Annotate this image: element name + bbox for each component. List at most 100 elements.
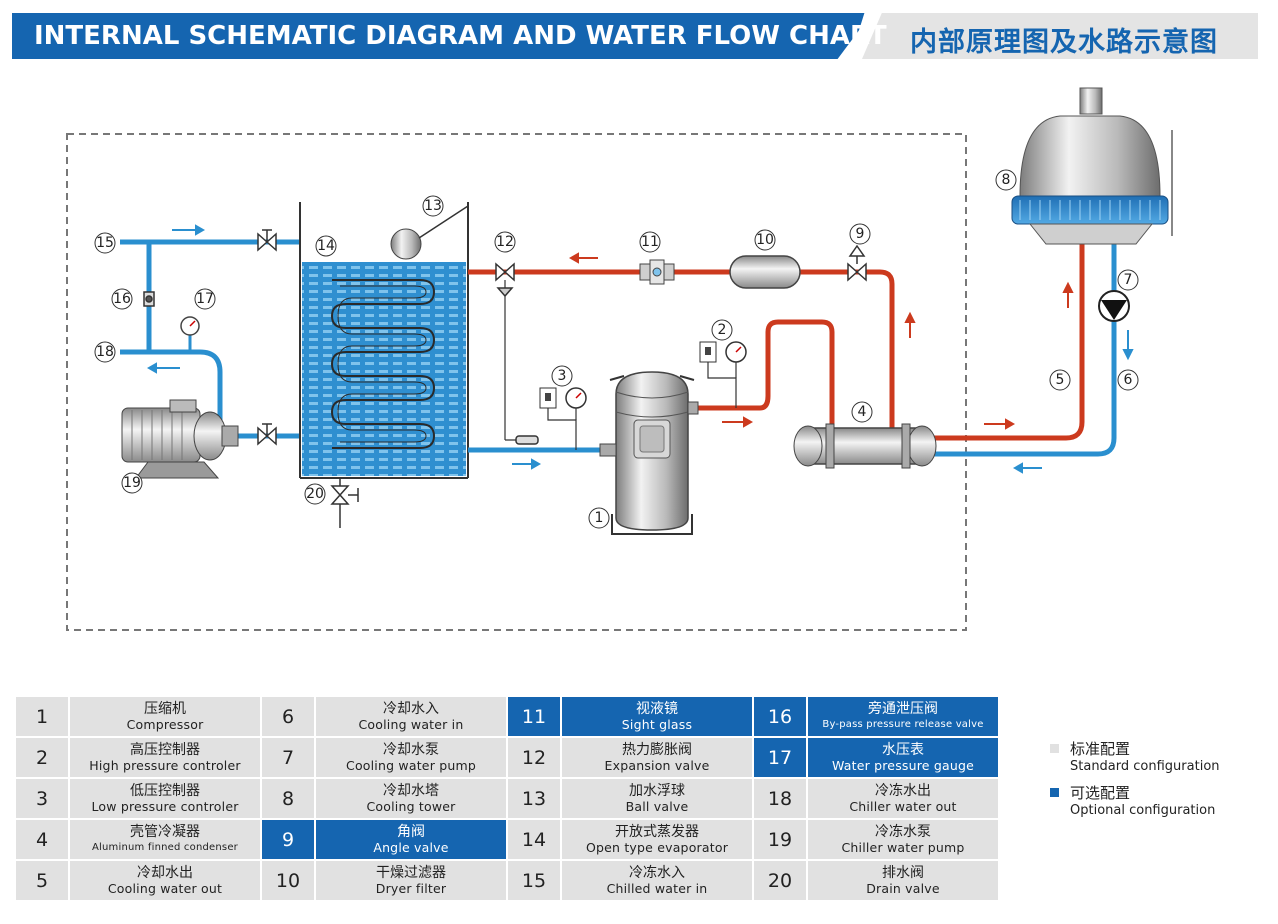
open-type-evaporator — [299, 202, 469, 528]
high-pressure-controller — [699, 341, 747, 408]
part-name-cn: 冷却水入 — [383, 701, 439, 717]
angle-valve — [847, 244, 867, 282]
part-name-en: Low pressure controler — [91, 799, 239, 814]
part-name-cn: 低压控制器 — [130, 783, 200, 799]
suction-piping — [468, 232, 1117, 457]
part-name-cn: 冷却水出 — [137, 865, 193, 881]
part-number-cell: 14 — [508, 820, 560, 859]
legend-optional: 可选配置 Optional configuration — [1050, 782, 1250, 826]
callout-19 — [121, 472, 143, 494]
part-name-en: Drain valve — [866, 881, 940, 896]
schematic-diagram: 1 2 3 4 5 6 7 8 9 10 11 12 13 14 15 16 1… — [66, 87, 1173, 631]
part-number-cell: 11 — [508, 697, 560, 736]
callout-label-1: 1 — [595, 510, 604, 526]
callout-9 — [849, 223, 871, 245]
part-number-cell: 5 — [16, 861, 68, 900]
callout-label-3: 3 — [558, 368, 567, 384]
part-number-cell: 1 — [16, 697, 68, 736]
refrigerant-flow-arrows — [568, 252, 1074, 430]
part-name-cn: 冷冻水泵 — [875, 824, 931, 840]
legend-optional-swatch — [1050, 788, 1059, 797]
part-name-cn: 旁通泄压阀 — [868, 701, 938, 717]
part-name-cn: 冷冻水出 — [875, 783, 931, 799]
part-name-cn: 壳管冷凝器 — [130, 824, 200, 840]
header-subtitle-bar — [862, 13, 1258, 59]
callout-label-5: 5 — [1056, 372, 1065, 388]
callout-15 — [94, 232, 116, 254]
header-title-bar — [12, 13, 872, 59]
chilled-water-piping — [120, 239, 300, 439]
sight-glass — [639, 259, 675, 285]
callout-label-6: 6 — [1124, 372, 1133, 388]
callout-8 — [995, 169, 1017, 191]
part-number-cell: 13 — [508, 779, 560, 818]
part-number-cell: 6 — [262, 697, 314, 736]
header-banner: INTERNAL SCHEMATIC DIAGRAM AND WATER FLO… — [0, 0, 1278, 70]
legend-standard-cn: 标准配置 — [1070, 740, 1131, 758]
bypass-valve — [143, 291, 155, 307]
part-name-en: Cooling water pump — [346, 758, 476, 773]
part-number-cell: 19 — [754, 820, 806, 859]
part-name-cn: 水压表 — [882, 742, 924, 758]
legend-standard-en: Standard configuration — [1070, 759, 1220, 774]
callout-label-20: 20 — [306, 486, 324, 502]
callout-numbers — [94, 169, 1139, 529]
legend-standard: 标准配置 Standard configuration — [1050, 738, 1250, 782]
low-pressure-controller — [539, 387, 587, 450]
part-name-en: Sight glass — [621, 717, 693, 732]
part-number-cell: 9 — [262, 820, 314, 859]
callout-label-8: 8 — [1002, 172, 1011, 188]
callout-label-11: 11 — [641, 234, 659, 250]
part-name-cn: 热力膨胀阀 — [622, 742, 692, 758]
part-name-cn: 冷冻水入 — [629, 865, 685, 881]
part-number-cell: 4 — [16, 820, 68, 859]
cooling-water-pump — [1098, 290, 1130, 322]
part-number-cell: 17 — [754, 738, 806, 777]
valve-chilled-in — [257, 229, 277, 252]
shell-tube-condenser — [793, 423, 937, 469]
part-name-cn: 排水阀 — [882, 865, 924, 881]
callout-5 — [1049, 369, 1071, 391]
part-number-cell: 7 — [262, 738, 314, 777]
part-name-en: High pressure controler — [89, 758, 241, 773]
part-name-cn: 高压控制器 — [130, 742, 200, 758]
valve-pump-out — [257, 423, 277, 446]
part-number-cell: 10 — [262, 861, 314, 900]
part-name-cn: 开放式蒸发器 — [615, 824, 699, 840]
callout-label-12: 12 — [496, 234, 514, 250]
part-name-cn: 冷却水塔 — [383, 783, 439, 799]
part-number-cell: 18 — [754, 779, 806, 818]
configuration-legend: 标准配置 Standard configuration 可选配置 Optiona… — [1050, 738, 1250, 826]
part-name-en: Cooling water in — [358, 717, 464, 732]
callout-16 — [111, 288, 133, 310]
callout-4 — [851, 401, 873, 423]
callout-label-10: 10 — [756, 232, 774, 248]
callout-3 — [551, 365, 573, 387]
part-number-cell: 12 — [508, 738, 560, 777]
part-name-cn: 视液镜 — [636, 701, 678, 717]
chilled-flow-arrows — [146, 224, 206, 374]
callout-label-2: 2 — [718, 322, 727, 338]
callout-label-18: 18 — [96, 344, 114, 360]
part-name-en: Water pressure gauge — [831, 758, 975, 773]
water-pressure-gauge — [180, 316, 200, 336]
compressor — [599, 371, 699, 535]
callout-label-14: 14 — [317, 238, 335, 254]
callout-14 — [315, 235, 337, 257]
callout-label-13: 13 — [424, 198, 442, 214]
part-name-en: Chiller water out — [849, 799, 957, 814]
callout-6 — [1117, 369, 1139, 391]
